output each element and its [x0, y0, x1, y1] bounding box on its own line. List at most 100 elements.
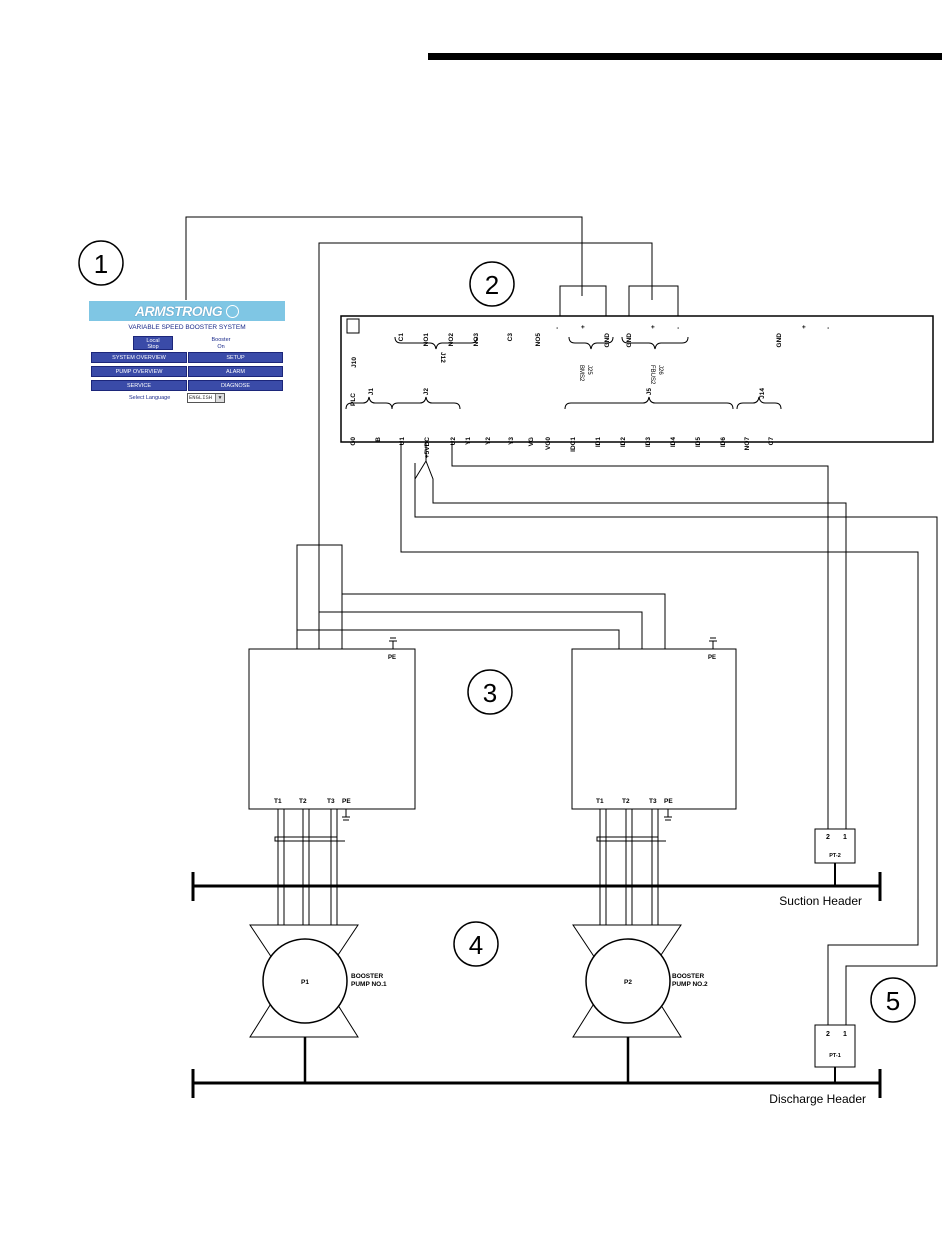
- terminal-gnd-right: GND: [776, 333, 783, 348]
- label-FBUS2: FBUS2: [649, 365, 655, 385]
- transmitter-pt1: 2 1 PT-1: [814, 1024, 856, 1083]
- bottom-braces: [345, 396, 782, 410]
- terminal-NO7: NO7: [744, 437, 751, 451]
- vfd2-T2: T2: [622, 798, 630, 805]
- terminal-Y2: Y2: [485, 437, 492, 445]
- pt1-pin-2: 2: [826, 1031, 830, 1038]
- hmi-title: VARIABLE SPEED BOOSTER SYSTEM: [128, 324, 246, 331]
- alarm-button[interactable]: ALARM: [188, 366, 283, 377]
- local-stop-button[interactable]: Local Stop: [133, 336, 173, 350]
- hmi-panel: ARMSTRONG VARIABLE SPEED BOOSTER SYSTEM …: [89, 301, 285, 405]
- label-J2: J2: [423, 388, 430, 396]
- vfd1-T2: T2: [299, 798, 307, 805]
- terminal-VG: VG: [528, 437, 535, 446]
- booster-label: Booster: [211, 337, 231, 343]
- terminal-5VDC: +5VDC: [424, 437, 431, 458]
- pt2-tag: PT-2: [829, 853, 841, 859]
- terminal-B: B: [375, 437, 382, 442]
- terminal-VG0: VG0: [545, 437, 552, 450]
- vfd2-PE: PE: [664, 798, 673, 805]
- pump-overview-button[interactable]: PUMP OVERVIEW: [91, 366, 187, 377]
- pump1-label-2: PUMP NO.1: [351, 981, 387, 988]
- label-J25: J25: [586, 365, 592, 375]
- system-overview-button[interactable]: SYSTEM OVERVIEW: [91, 352, 187, 363]
- pump-1: P1 BOOSTER PUMP NO.1: [249, 924, 387, 1083]
- service-button[interactable]: SERVICE: [91, 380, 187, 391]
- suction-header-label: Suction Header: [779, 894, 862, 908]
- terminal-G0: G0: [350, 437, 357, 446]
- connector-labels: J12 J25 BMS2 J26 FBUS2: [439, 352, 663, 385]
- pt1-pin-1: 1: [843, 1031, 847, 1038]
- logo-mark-icon: [226, 304, 240, 318]
- svg-text:5: 5: [886, 986, 900, 1016]
- terminal-ID2: ID2: [620, 437, 627, 448]
- terminal-ID6: ID6: [720, 437, 727, 448]
- header-rule: [428, 53, 942, 60]
- vfd1-pe-top: PE: [388, 655, 396, 661]
- pump-2: P2 BOOSTER PUMP NO.2: [572, 924, 708, 1083]
- pump2-label-2: PUMP NO.2: [672, 981, 708, 988]
- svg-text:2: 2: [485, 270, 499, 300]
- terminal-C1: C1: [398, 333, 405, 342]
- controller-board: J10 C1 NO1 NO2 NO3 C3 NO5 - + GND GND + …: [340, 315, 934, 459]
- terminal-C7: C7: [768, 437, 775, 446]
- label-PLC: PLC: [350, 393, 357, 406]
- terminal-U1: U1: [399, 437, 406, 446]
- wires: [185, 216, 938, 1025]
- vfd1-T1: T1: [274, 798, 282, 805]
- callout-4: 4: [453, 921, 499, 967]
- chevron-down-icon: ▼: [215, 394, 224, 402]
- svg-text:3: 3: [483, 678, 497, 708]
- pump2-id: P2: [624, 979, 632, 986]
- language-value: ENGLISH: [189, 394, 213, 401]
- vfd1-T3: T3: [327, 798, 335, 805]
- terminal-U2: U2: [450, 437, 457, 446]
- terminal-bms-plus: +: [580, 325, 587, 329]
- label-J12: J12: [439, 352, 446, 363]
- label-J1: J1: [368, 388, 375, 396]
- pt1-tag: PT-1: [829, 1053, 841, 1059]
- terminal-fbus-gnd: GND: [626, 333, 633, 348]
- terminal-ID4: ID4: [670, 437, 677, 448]
- terminal-NO5: NO5: [535, 333, 542, 347]
- motor-leads-1: [274, 809, 345, 930]
- terminal-plus-right: +: [801, 325, 808, 329]
- label-J26: J26: [657, 365, 663, 375]
- label-BMS2: BMS2: [578, 365, 584, 382]
- vfd-1: PE T1 T2 T3 PE: [248, 637, 416, 821]
- terminal-ID3: ID3: [645, 437, 652, 448]
- diagnose-button[interactable]: DIAGNOSE: [188, 380, 283, 391]
- label-J5: J5: [646, 388, 653, 396]
- terminal-NO2: NO2: [448, 333, 455, 347]
- logo-text: ARMSTRONG: [134, 303, 223, 319]
- discharge-header: Discharge Header: [191, 1069, 882, 1106]
- armstrong-logo: ARMSTRONG: [89, 301, 285, 321]
- setup-button[interactable]: SETUP: [188, 352, 283, 363]
- terminal-IDC1: IDC1: [570, 437, 577, 452]
- pt2-pin-1: 1: [843, 834, 847, 841]
- vfd-2: PE T1 T2 T3 PE: [571, 637, 737, 821]
- callout-5: 5: [870, 977, 916, 1023]
- terminal-ID5: ID5: [695, 437, 702, 448]
- label-J14: J14: [759, 388, 766, 399]
- booster-status: Booster On: [201, 337, 241, 351]
- terminal-bms-minus: -: [554, 327, 561, 329]
- bottom-terminal-labels: G0 B U1 +5VDC U2 Y1 Y2 Y3 VG VG0 IDC1 ID…: [350, 437, 775, 459]
- discharge-header-label: Discharge Header: [769, 1092, 866, 1106]
- terminal-fbus-plus: +: [650, 325, 657, 329]
- top-braces: [394, 336, 689, 350]
- svg-text:1: 1: [94, 249, 108, 279]
- vfd1-PE: PE: [342, 798, 351, 805]
- terminal-Y3: Y3: [508, 437, 515, 445]
- terminal-minus-right: -: [825, 327, 832, 329]
- pt2-pin-2: 2: [826, 834, 830, 841]
- bottom-group-labels: PLC J1 J2 J5 J14: [350, 388, 766, 406]
- callout-2: 2: [469, 261, 515, 307]
- svg-text:4: 4: [469, 930, 483, 960]
- pump1-label-1: BOOSTER: [351, 973, 383, 980]
- terminal-Y1: Y1: [465, 437, 472, 445]
- transmitter-pt2: 2 1 PT-2: [814, 828, 856, 886]
- language-select[interactable]: ENGLISH ▼: [187, 393, 225, 403]
- select-language-label: Select Language: [129, 395, 171, 401]
